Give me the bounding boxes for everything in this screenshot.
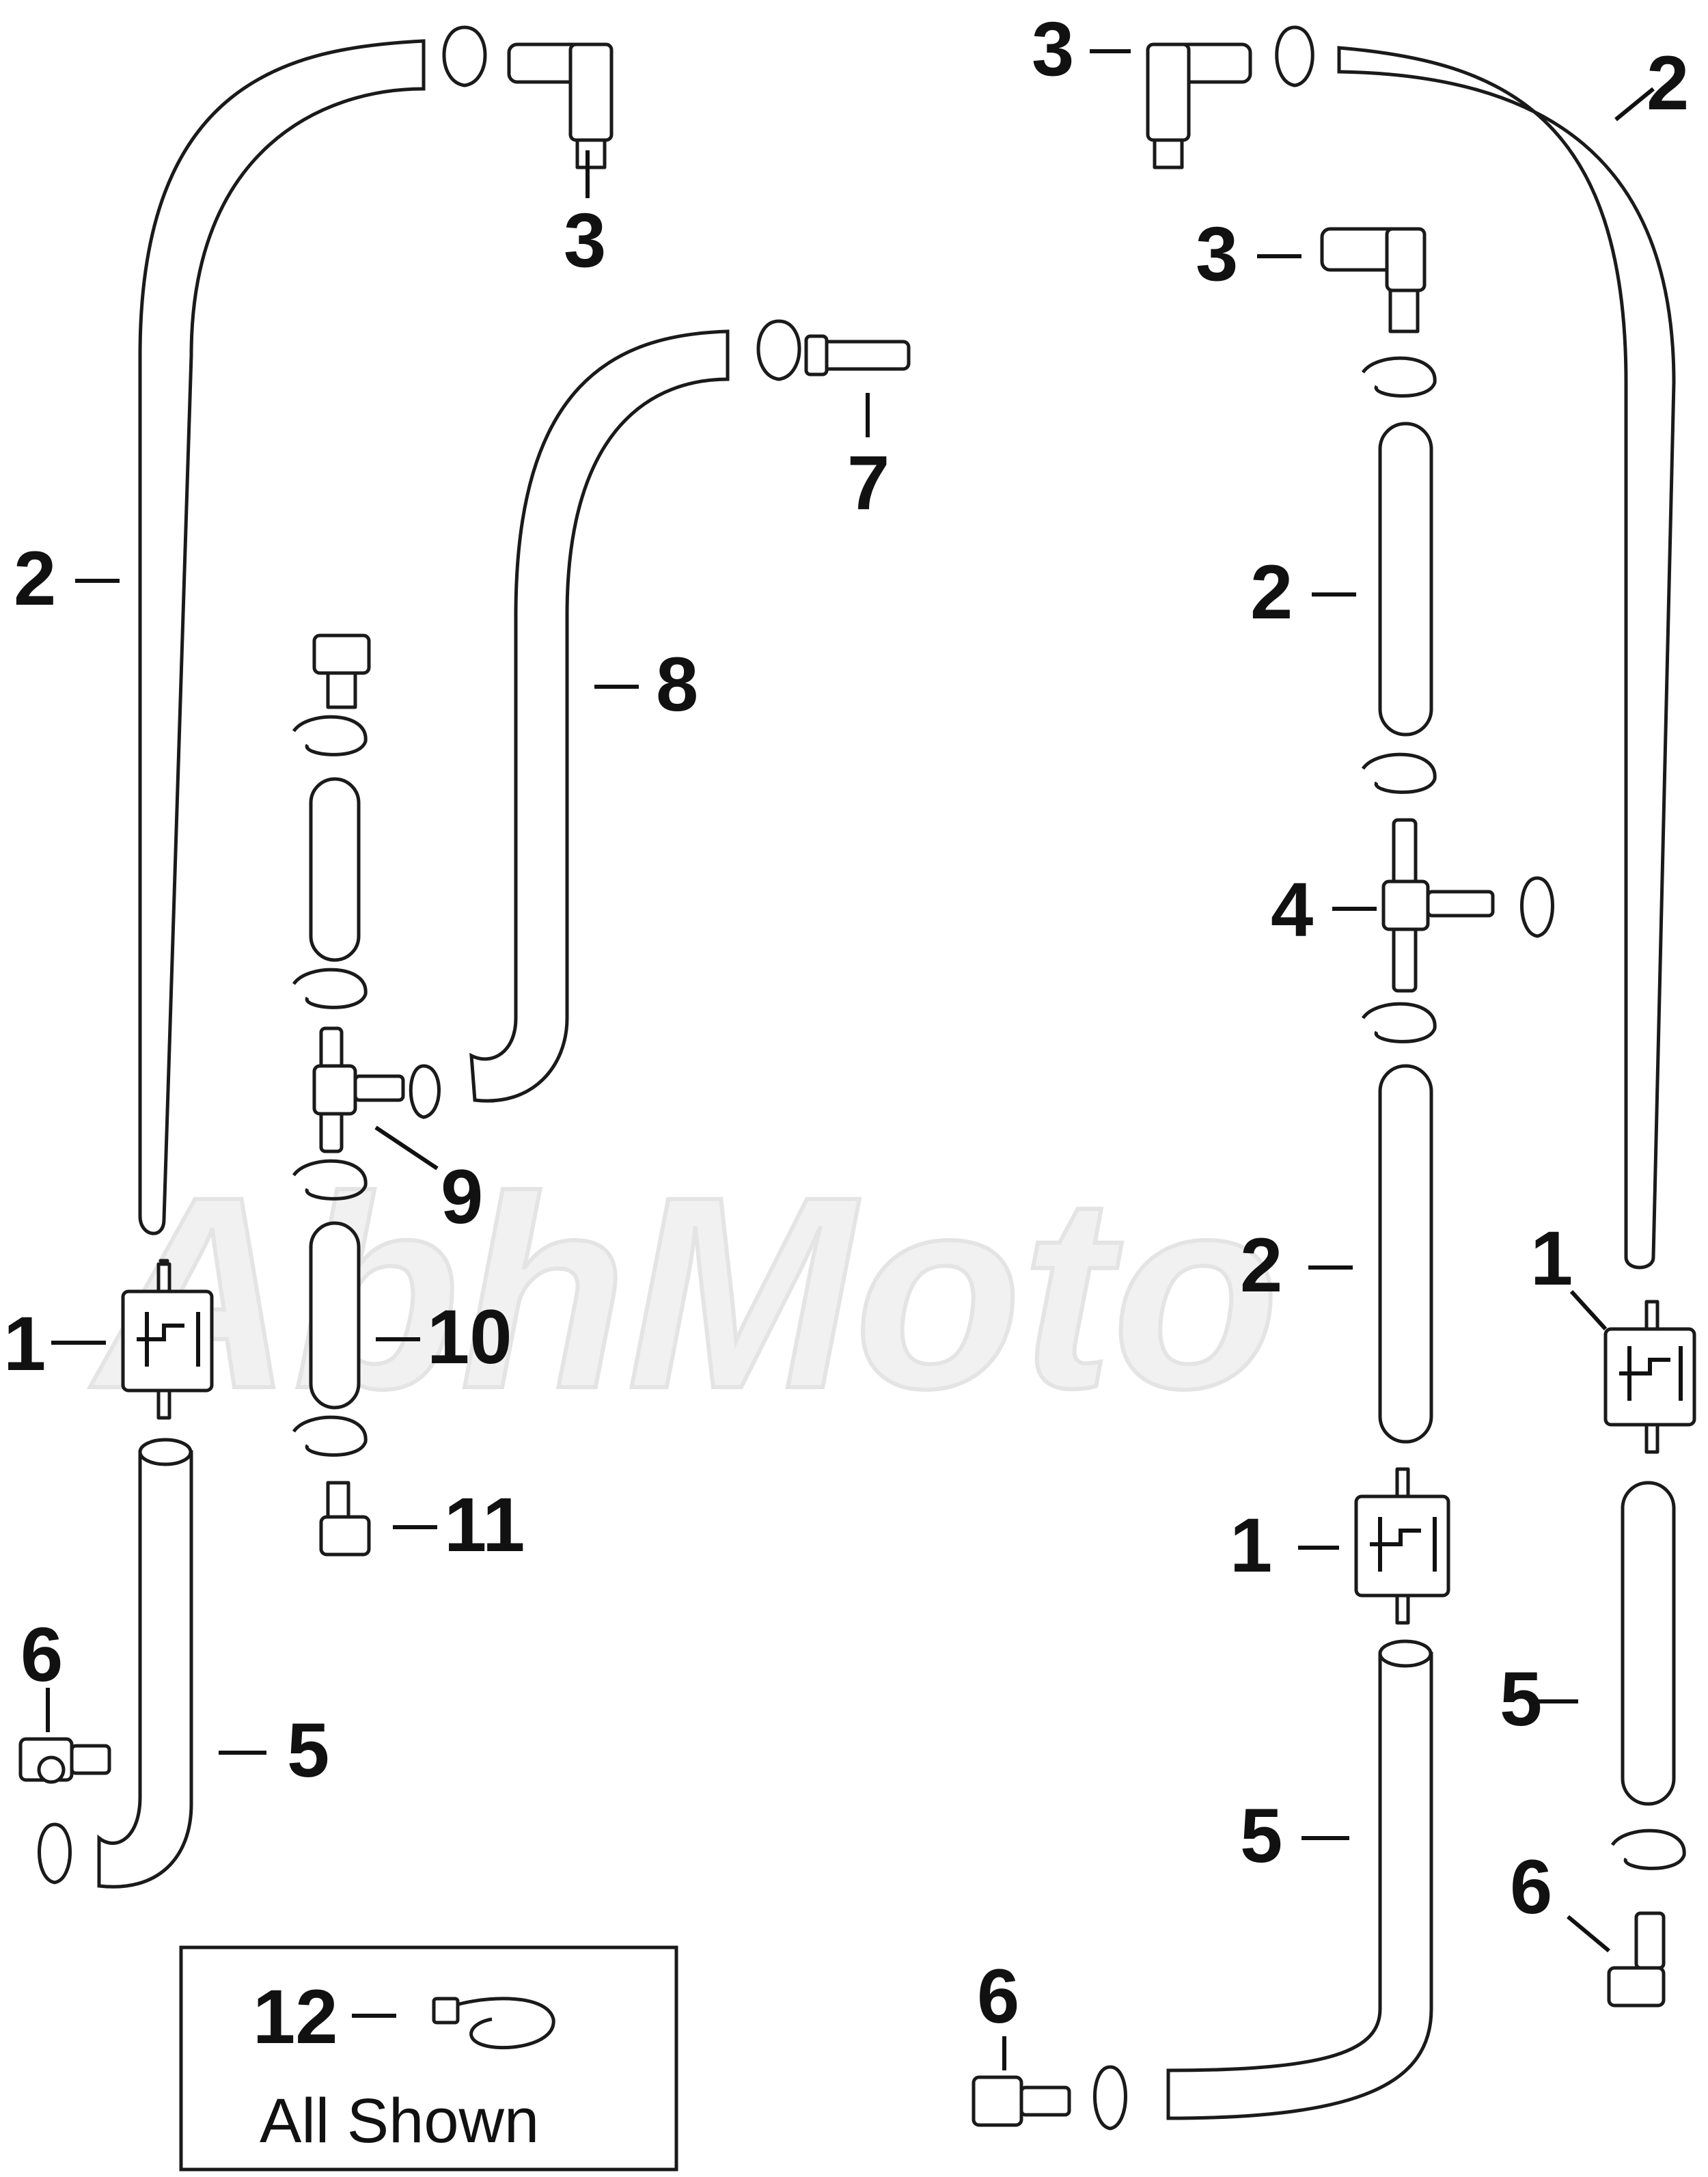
clamp-right-bottom <box>1093 2065 1127 2131</box>
legend-number: 12 <box>253 1974 338 2059</box>
clamp-mid-4 <box>292 1415 368 1457</box>
callout-cross: 4 <box>1271 867 1313 953</box>
hose-left-bottom-end <box>138 1438 193 1466</box>
clamp-right-3 <box>1361 1002 1437 1043</box>
clamp-mid-1 <box>292 715 368 756</box>
legend-clamp-screw <box>432 1997 460 2025</box>
hose-right-upper <box>1378 422 1433 737</box>
elbow-fitting-left-bottom <box>18 1737 111 1784</box>
elbow-fitting-bottom-mid <box>319 1481 371 1557</box>
leader-lines <box>46 49 1655 2070</box>
clamp-middle-top <box>756 319 801 381</box>
callout-filter-center: 1 <box>1230 1503 1272 1588</box>
callout-filter-left: 1 <box>3 1301 46 1386</box>
clamp-cross-side <box>1520 876 1554 938</box>
callout-elbow-right-2: 3 <box>1196 211 1238 297</box>
hose-far-right <box>1621 1481 1676 1806</box>
hose-middle-long <box>469 329 730 1103</box>
elbow-fitting-top <box>507 42 614 169</box>
callout-hose-right-upper: 2 <box>1250 549 1293 635</box>
callout-hose-right: 2 <box>1647 40 1689 126</box>
legend-clamp-icon <box>443 1997 555 2050</box>
callout-straight: 7 <box>847 440 890 525</box>
elbow-fitting-right-2 <box>1320 227 1427 333</box>
clamp-top-left <box>442 25 487 87</box>
clamp-far-right <box>1610 1829 1686 1870</box>
callout-filter-right: 1 <box>1530 1216 1573 1301</box>
hose-right-bottom <box>1166 1652 1433 2120</box>
clamp-right-1 <box>1361 356 1437 398</box>
callout-hose-left: 2 <box>14 536 56 621</box>
hose-mid-lower <box>309 1221 361 1410</box>
cross-fitting <box>1381 818 1495 993</box>
elbow-fitting-far-right <box>1607 1911 1666 2008</box>
callout-hose-8: 8 <box>656 642 698 727</box>
clamp-top-right <box>1275 25 1314 87</box>
hose-right-long <box>1337 46 1676 1270</box>
hose-mid-upper <box>309 777 361 962</box>
elbow-fitting-top-right <box>1146 42 1252 169</box>
fuel-filter-right <box>1603 1300 1696 1454</box>
straight-fitting <box>804 334 911 376</box>
callout-hose-5-far-right: 5 <box>1500 1656 1542 1742</box>
clamp-mid-2 <box>292 968 368 1009</box>
hose-right-bottom-end <box>1378 1639 1433 1668</box>
hose-right-middle <box>1378 1064 1433 1444</box>
watermark: AbhMoto <box>87 1140 1280 1445</box>
callout-hose-10: 10 <box>427 1294 512 1380</box>
callout-elbow-top-right: 3 <box>1032 6 1074 92</box>
fuel-filter-left <box>121 1259 214 1420</box>
callout-hose-5-right: 5 <box>1240 1793 1282 1878</box>
callout-hose-right-middle: 2 <box>1240 1222 1282 1308</box>
clamp-left-bottom <box>38 1822 72 1885</box>
elbow-fitting-mid <box>312 633 371 709</box>
clamp-right-2 <box>1361 752 1437 794</box>
callout-elbow-6-left: 6 <box>20 1612 63 1697</box>
callout-elbow-11: 11 <box>444 1482 525 1567</box>
clamp-tee-side <box>409 1064 441 1119</box>
callout-tee: 9 <box>441 1154 483 1240</box>
hose-left-bottom <box>97 1450 193 1889</box>
elbow-fitting-right-bottom <box>972 2075 1071 2127</box>
callout-hose-5-left: 5 <box>287 1708 329 1793</box>
legend-box: 12 All Shown <box>179 1945 678 2172</box>
clamp-mid-3 <box>292 1159 368 1201</box>
callout-elbow-6-far-right: 6 <box>1510 1844 1552 1930</box>
callout-elbow-6-right: 6 <box>977 1954 1019 2039</box>
hose-left-long <box>138 39 426 1235</box>
fuel-filter-center <box>1354 1467 1450 1625</box>
callout-elbow-top: 3 <box>564 197 606 283</box>
legend-caption: All Shown <box>260 2086 539 2156</box>
tee-fitting <box>312 1026 405 1153</box>
